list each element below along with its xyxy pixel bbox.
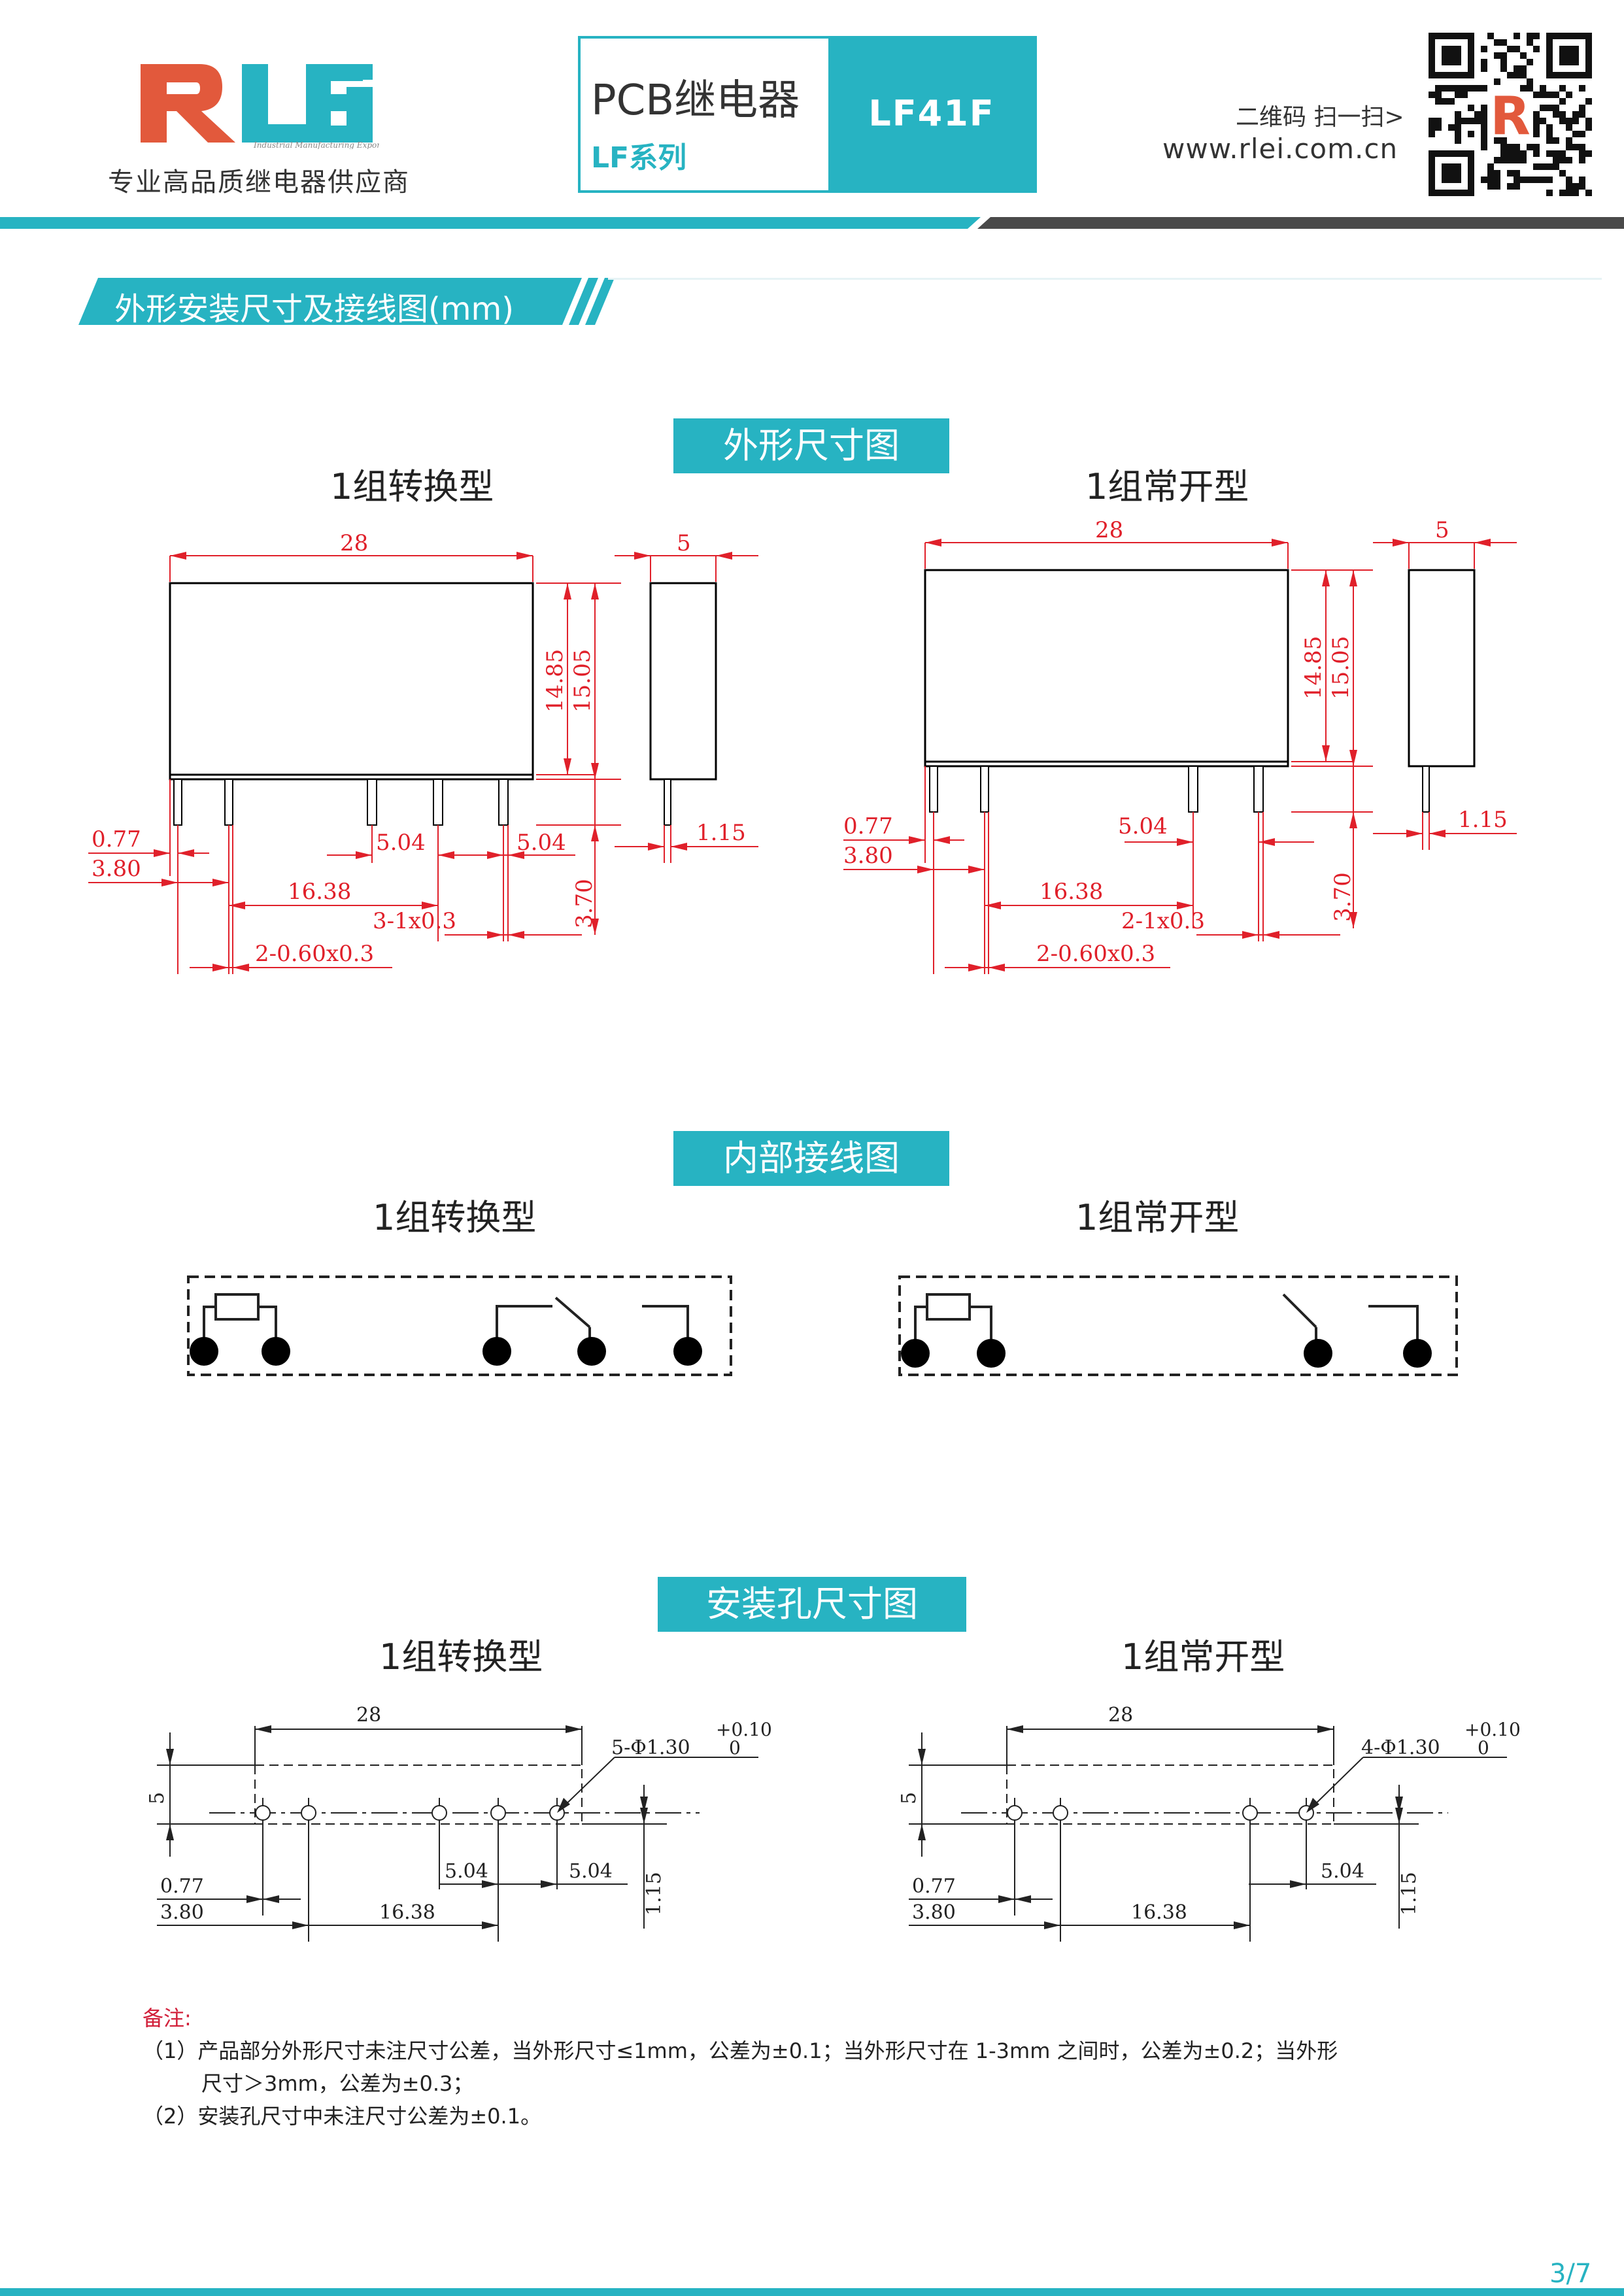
wiring-no-diagram	[898, 1275, 1458, 1376]
company-slogan: 专业高品质继电器供应商	[108, 167, 410, 197]
page-number: 3/7	[1549, 2259, 1592, 2289]
dim-width: 5	[1435, 517, 1449, 543]
mdim-width: 5	[898, 1792, 921, 1804]
dim-length: 28	[340, 530, 368, 556]
outline-changeover-label: 1组转换型	[330, 466, 494, 507]
dim-h2: 15.05	[1328, 636, 1354, 700]
svg-text:R: R	[1490, 86, 1531, 146]
wiring-title: 内部接线图	[673, 1131, 949, 1186]
mounting-changeover-drawing: 28 5 5-Φ1.30 +0.10 0 0.77 3.80 16.38 5.0…	[146, 1704, 772, 1942]
scan-text: 二维码 扫一扫>	[1236, 104, 1404, 131]
mdim-tol-up: +0.10	[1464, 1719, 1521, 1740]
dim-i: 2-0.60x0.3	[1036, 941, 1155, 967]
dim-i: 2-0.60x0.3	[255, 941, 374, 967]
dim-d: 5.04	[1118, 813, 1168, 839]
dim-h: 3-1x0.3	[373, 908, 456, 934]
dim-width: 5	[677, 530, 691, 556]
mdim-b: 3.80	[160, 1901, 204, 1924]
section-heading-bar	[78, 278, 615, 325]
mdim-a: 0.77	[160, 1875, 204, 1898]
qr-code[interactable]: R	[1429, 33, 1592, 196]
product-series: LF系列	[591, 141, 687, 175]
dim-c: 16.38	[1040, 879, 1103, 905]
dim-g: 3.70	[571, 879, 598, 928]
dim-h1: 14.85	[542, 649, 568, 713]
mdim-length: 28	[356, 1704, 381, 1727]
mdim-d: 5.04	[1321, 1860, 1364, 1883]
mdim-tol-low: 0	[1478, 1737, 1489, 1759]
mdim-f: 1.15	[643, 1872, 666, 1916]
mounting-no-drawing: 28 5 4-Φ1.30 +0.10 0 0.77 3.80 16.38 5.0…	[898, 1704, 1521, 1942]
dim-h1: 14.85	[1300, 636, 1327, 700]
logo-tagline: Industrial Manufacturing Export	[253, 141, 379, 149]
dim-f: 1.15	[1458, 807, 1508, 833]
wiring-changeover-label: 1组转换型	[373, 1197, 537, 1238]
dim-b: 3.80	[92, 856, 141, 882]
dim-a: 0.77	[843, 813, 893, 839]
footer-bar	[0, 2288, 1624, 2296]
header-divider-bar	[0, 217, 1624, 229]
mdim-d: 5.04	[445, 1860, 488, 1883]
outline-changeover-drawing: 28 5 14.85 15.05 0.77 3.80 16.38 5.04 5.…	[88, 530, 758, 974]
dim-h2: 15.05	[569, 649, 596, 713]
note-1a: （1）产品部分外形尺寸未注尺寸公差，当外形尺寸≤1mm，公差为±0.1；当外形尺…	[143, 2038, 1338, 2063]
dim-h: 2-1x0.3	[1121, 908, 1205, 934]
outline-title: 外形尺寸图	[673, 418, 949, 473]
mounting-changeover-label: 1组转换型	[379, 1636, 543, 1678]
mdim-a: 0.77	[912, 1875, 956, 1898]
mdim-f: 1.15	[1398, 1872, 1421, 1916]
product-title: PCB继电器	[591, 76, 800, 125]
notes-heading: 备注:	[143, 2006, 192, 2031]
wiring-no-label: 1组常开型	[1075, 1197, 1240, 1238]
section-underline	[608, 278, 1602, 280]
outline-no-label: 1组常开型	[1085, 466, 1249, 507]
dim-a: 0.77	[92, 826, 141, 853]
dim-c: 16.38	[288, 879, 351, 905]
mdim-length: 28	[1108, 1704, 1133, 1727]
brand-logo: Industrial Manufacturing Export	[141, 64, 379, 149]
notes-block: 备注: （1）产品部分外形尺寸未注尺寸公差，当外形尺寸≤1mm，公差为±0.1；…	[143, 2002, 1338, 2133]
mdim-tol-low: 0	[729, 1737, 741, 1759]
dim-d: 5.04	[376, 830, 426, 856]
mdim-holes: 5-Φ1.30	[611, 1736, 690, 1759]
section-title: 外形安装尺寸及接线图(mm)	[114, 291, 514, 328]
note-1b: 尺寸＞3mm，公差为±0.3；	[201, 2071, 474, 2096]
mdim-tol-up: +0.10	[716, 1719, 772, 1740]
note-2: （2）安装孔尺寸中未注尺寸公差为±0.1。	[143, 2104, 542, 2129]
product-title-box	[578, 36, 1037, 193]
mdim-width: 5	[146, 1792, 169, 1804]
mdim-holes: 4-Φ1.30	[1361, 1736, 1440, 1759]
website-link[interactable]: www.rlei.com.cn	[1162, 133, 1398, 165]
mounting-title: 安装孔尺寸图	[658, 1577, 966, 1632]
mdim-c: 16.38	[1131, 1901, 1187, 1924]
mdim-e: 5.04	[569, 1860, 613, 1883]
dim-length: 28	[1095, 517, 1123, 543]
dim-f: 1.15	[696, 820, 746, 846]
product-model: LF41F	[868, 93, 995, 134]
mounting-no-label: 1组常开型	[1121, 1636, 1285, 1678]
mdim-b: 3.80	[912, 1901, 956, 1924]
mdim-c: 16.38	[379, 1901, 435, 1924]
dim-b: 3.80	[843, 843, 893, 869]
dim-g: 3.70	[1330, 872, 1356, 922]
dim-e: 5.04	[516, 830, 566, 856]
wiring-changeover-diagram	[187, 1275, 732, 1376]
outline-no-drawing: 28 5 14.85 15.05 0.77 3.80 16.38 5.04 1.…	[843, 517, 1517, 974]
